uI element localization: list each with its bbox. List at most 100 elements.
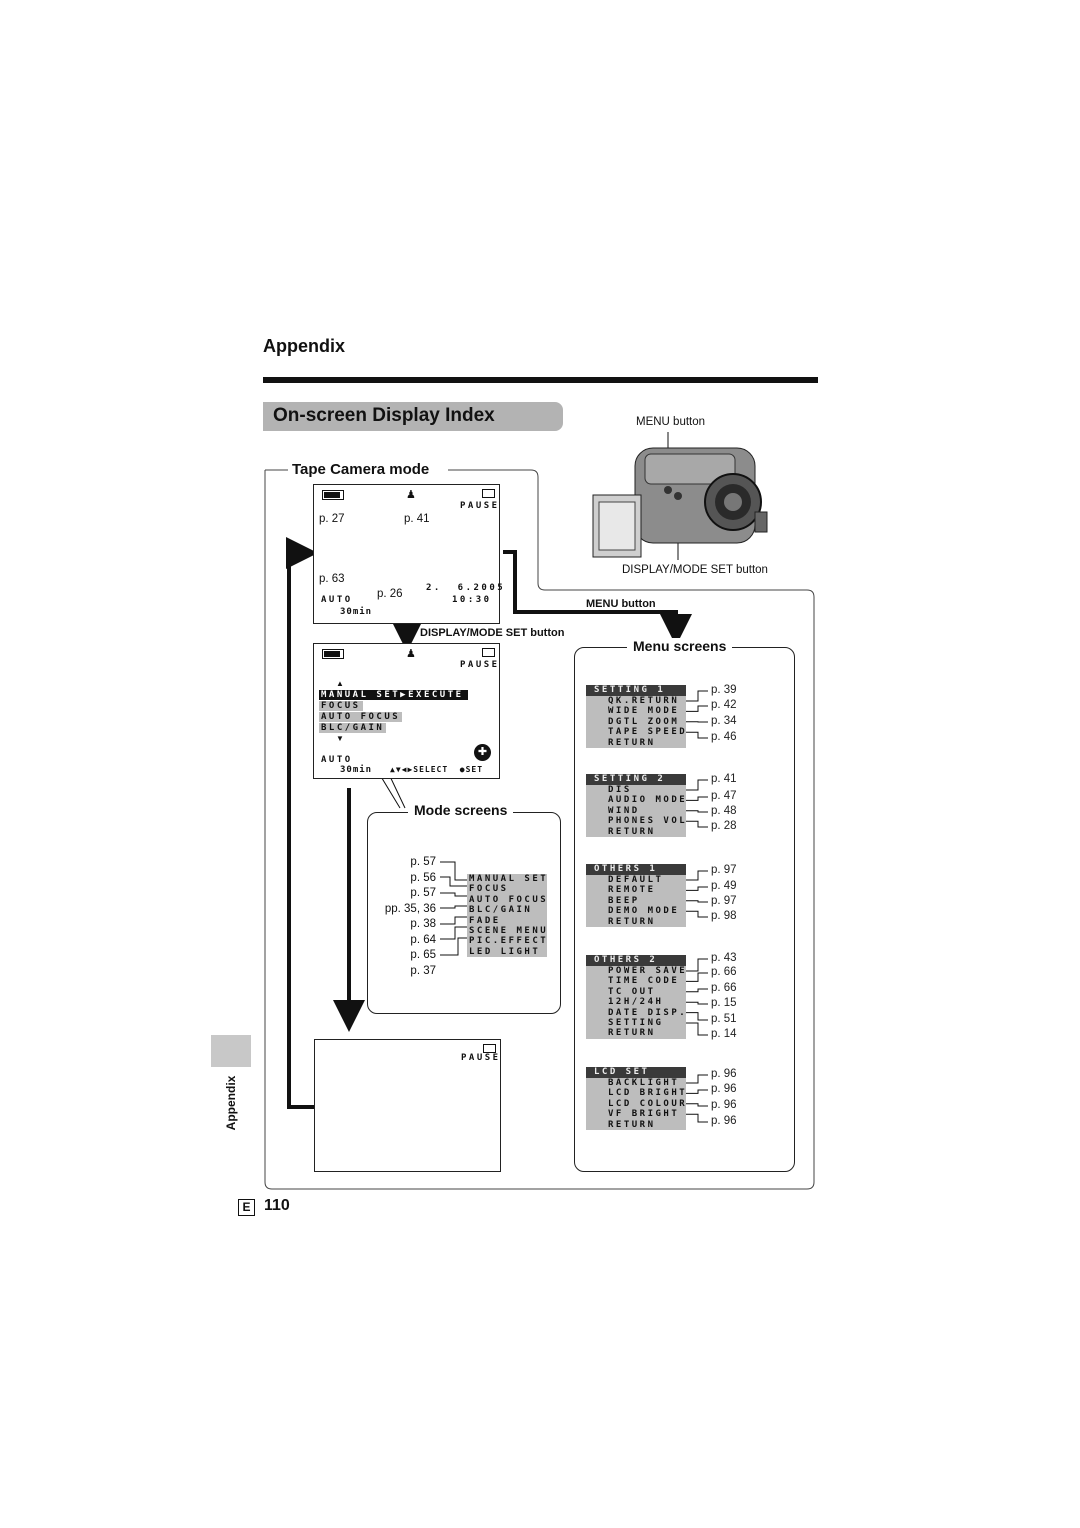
ref-left: p. 63 [319, 573, 345, 585]
menu-item-manual-set[interactable]: MANUAL SET▶EXECUTE [319, 690, 468, 700]
menu-item[interactable]: TIME CODE [608, 976, 680, 987]
down-arrow-icon: ▼ [336, 734, 344, 743]
menu-connector [686, 988, 708, 993]
menu-page-ref: p. 14 [711, 1028, 737, 1040]
menu-item[interactable]: REMOTE [608, 885, 656, 896]
mode-ref: pp. 35, 36 [384, 902, 436, 915]
header-rule [263, 377, 818, 383]
banner-title-text: On-screen Display Index [273, 405, 495, 426]
menu-item[interactable]: DEMO MODE [608, 906, 680, 917]
menu-page-ref: p. 51 [711, 1013, 737, 1025]
menu-connector [686, 958, 708, 972]
mode-item[interactable]: PIC.EFFECT [469, 936, 549, 947]
menu-item[interactable]: WIDE MODE [608, 706, 680, 717]
menu-item[interactable]: BACKLIGHT [608, 1078, 680, 1088]
menu-connector [686, 810, 708, 813]
menu-item[interactable]: LCD BRIGHT [608, 1088, 688, 1099]
auto-indicator: AUTO [321, 595, 353, 605]
menu-item[interactable]: RETURN [608, 1028, 656, 1039]
menu-connector [686, 900, 708, 903]
menu-item[interactable]: RETURN [608, 826, 656, 837]
menu-item[interactable]: PHONES VOL [608, 816, 688, 827]
menu-item[interactable]: DGTL ZOOM [608, 716, 680, 727]
menu-item-focus[interactable]: FOCUS [319, 701, 363, 711]
menu-block-header: LCD SET [586, 1067, 686, 1078]
menu-item[interactable]: LCD COLOUR [608, 1098, 688, 1109]
mode-screens-list: MANUAL SET FOCUS AUTO FOCUS BLC/GAIN FAD… [467, 874, 549, 958]
menu-connector [686, 870, 708, 881]
time-display: 10:30 [452, 595, 492, 605]
mode-item[interactable]: LED LIGHT [469, 946, 541, 957]
menu-item[interactable]: DATE DISP. [608, 1007, 688, 1018]
cassette-icon [482, 489, 495, 498]
page-number: 110 [264, 1197, 290, 1214]
menu-page-ref: p. 48 [711, 805, 737, 817]
menu-item[interactable]: RETURN [608, 737, 656, 748]
menu-item[interactable]: VF BRIGHT [608, 1109, 680, 1120]
menu-page-ref: p. 97 [711, 864, 737, 876]
menu-connector [686, 1074, 708, 1084]
menu-item[interactable]: AUDIO MODE [608, 795, 688, 806]
menu-item[interactable]: WIND [608, 805, 640, 816]
menu-item[interactable]: QK.RETURN [608, 696, 680, 706]
menu-page-ref: p. 28 [711, 820, 737, 832]
menu-item[interactable]: SETTING [608, 1017, 664, 1028]
menu-item[interactable]: DEFAULT [608, 875, 664, 885]
arrow-display-label: DISPLAY/MODE SET button [420, 627, 565, 639]
mode-item[interactable]: BLC/GAIN [469, 905, 533, 916]
auto-indicator: AUTO [321, 755, 353, 765]
menu-item[interactable]: TAPE SPEED [608, 727, 688, 738]
mode-item[interactable]: SCENE MENU [469, 925, 549, 936]
menu-connector [686, 1089, 708, 1094]
cassette-icon [482, 648, 495, 657]
menu-page-ref: p. 66 [711, 966, 737, 978]
menu-page-ref: p. 96 [711, 1083, 737, 1095]
menu-item[interactable]: POWER SAVE [608, 966, 688, 976]
menu-page-ref: p. 43 [711, 952, 737, 964]
menu-page-ref: p. 96 [711, 1115, 737, 1127]
menu-page-ref: p. 49 [711, 880, 737, 892]
banner-title: On-screen Display Index [263, 402, 563, 431]
menu-page-ref: p. 42 [711, 699, 737, 711]
menu-connector [686, 1012, 708, 1021]
menu-connector [686, 1113, 708, 1123]
menu-item[interactable]: DIS [608, 785, 632, 795]
menu-item[interactable]: RETURN [608, 1119, 656, 1130]
person-icon: ♟ [406, 489, 416, 501]
tape-remaining: 30min [340, 607, 373, 617]
screen-display-off: PAUSE [314, 1039, 501, 1172]
menu-page-ref: p. 96 [711, 1099, 737, 1111]
menu-page-ref: p. 39 [711, 684, 737, 696]
mode-item[interactable]: MANUAL SET [469, 874, 549, 884]
joystick-icon: ✚ [474, 744, 491, 761]
menu-page-ref: p. 46 [711, 731, 737, 743]
mode-item[interactable]: FOCUS [469, 884, 509, 895]
menu-page-ref: p. 47 [711, 790, 737, 802]
cassette-icon [483, 1044, 496, 1053]
screen-manual-set: ♟ PAUSE ▲ MANUAL SET▶EXECUTE FOCUS AUTO … [313, 643, 500, 779]
menu-block-header: SETTING 1 [586, 685, 686, 696]
menu-connector [686, 886, 708, 891]
mode-ref: p. 65 [410, 949, 436, 961]
menu-item[interactable]: RETURN [608, 916, 656, 927]
mode-item[interactable]: AUTO FOCUS [469, 894, 549, 905]
menu-item[interactable]: BEEP [608, 895, 640, 906]
mode-item[interactable]: FADE [469, 915, 501, 926]
menu-item[interactable]: 12H/24H [608, 997, 664, 1008]
mode-ref: p. 56 [410, 871, 436, 884]
menu-item-auto-focus[interactable]: AUTO FOCUS [319, 712, 403, 722]
pause-indicator: PAUSE [460, 501, 500, 511]
menu-item[interactable]: TC OUT [608, 986, 656, 997]
camcorder-illustration [585, 440, 770, 562]
side-tab [211, 1035, 251, 1067]
menu-item-blc-gain[interactable]: BLC/GAIN [319, 723, 387, 733]
menu-page-ref: p. 66 [711, 982, 737, 994]
menu-button-caption: MENU button [636, 416, 706, 428]
camcorder-icon [592, 447, 768, 558]
menu-page-ref: p. 97 [711, 895, 737, 907]
